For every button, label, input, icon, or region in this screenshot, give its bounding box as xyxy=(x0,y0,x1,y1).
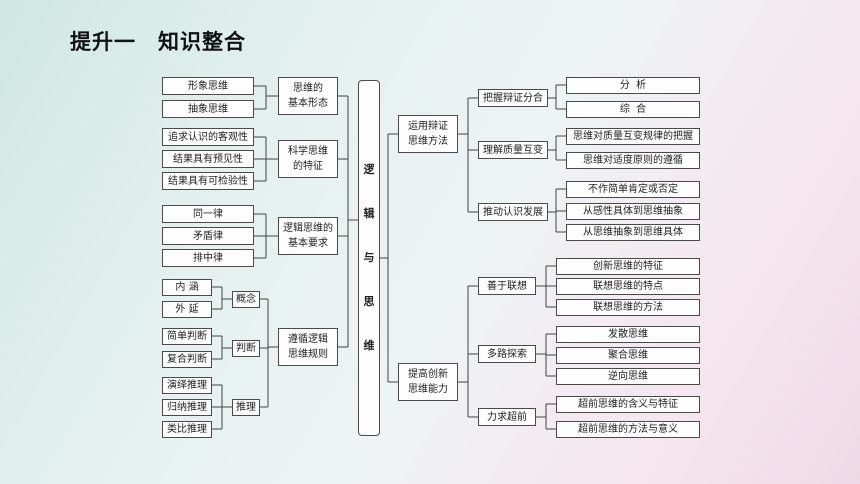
group-box: 科学思维 的特征 xyxy=(278,140,338,178)
leaf-box: 超前思维的含义与特征 xyxy=(556,396,700,413)
leaf-box: 复合判断 xyxy=(162,351,212,368)
center-char: 与 xyxy=(363,251,375,264)
leaf-box: 逆向思维 xyxy=(556,368,700,385)
leaf-box: 结果具有预见性 xyxy=(162,150,254,168)
sub-box: 理解质量互变 xyxy=(478,141,548,159)
leaf-box: 联想思维的方法 xyxy=(556,299,700,316)
leaf-box: 抽象思维 xyxy=(162,100,254,118)
page-title: 提升一 知识整合 xyxy=(70,29,246,54)
leaf-box: 内 涵 xyxy=(162,279,212,296)
group-box: 思维的 基本形态 xyxy=(278,77,338,115)
leaf-box: 联想思维的特点 xyxy=(556,278,700,295)
group-box: 遵循逻辑 思维规则 xyxy=(278,328,338,366)
leaf-box: 类比推理 xyxy=(162,421,212,438)
sub-box: 概念 xyxy=(232,291,260,308)
branch-box: 运用辩证 思维方法 xyxy=(398,115,458,153)
leaf-box: 发散思维 xyxy=(556,326,700,343)
leaf-box: 聚合思维 xyxy=(556,347,700,364)
leaf-box: 归纳推理 xyxy=(162,399,212,416)
leaf-box: 矛盾律 xyxy=(162,227,254,245)
center-char: 维 xyxy=(363,339,375,352)
leaf-box: 从思维抽象到思维具体 xyxy=(566,224,700,241)
leaf-box: 简单判断 xyxy=(162,328,212,345)
leaf-box: 形象思维 xyxy=(162,77,254,95)
leaf-box: 分 析 xyxy=(566,77,700,94)
center-topic-box: 逻 辑 与 思 维 xyxy=(358,80,380,436)
leaf-box: 综 合 xyxy=(566,101,700,118)
leaf-box: 不作简单肯定或否定 xyxy=(566,181,700,198)
leaf-box: 排中律 xyxy=(162,249,254,267)
sub-box: 多路探索 xyxy=(478,345,536,363)
leaf-box: 追求认识的客观性 xyxy=(162,128,254,146)
sub-box: 推动认识发展 xyxy=(478,203,548,221)
center-char: 辑 xyxy=(363,207,375,220)
sub-box: 判断 xyxy=(232,340,260,357)
branch-box: 提高创新 思维能力 xyxy=(398,363,458,401)
sub-box: 善于联想 xyxy=(478,277,536,295)
center-char: 思 xyxy=(363,295,375,308)
sub-box: 推理 xyxy=(232,399,260,416)
sub-box: 力求超前 xyxy=(478,408,536,426)
group-box: 逻辑思维的 基本要求 xyxy=(278,217,338,255)
center-char: 逻 xyxy=(363,163,375,176)
leaf-box: 思维对质量互变规律的把握 xyxy=(566,128,700,145)
leaf-box: 超前思维的方法与意义 xyxy=(556,421,700,438)
leaf-box: 演绎推理 xyxy=(162,377,212,394)
leaf-box: 结果具有可检验性 xyxy=(162,172,254,190)
leaf-box: 同一律 xyxy=(162,205,254,223)
leaf-box: 思维对适度原则的遵循 xyxy=(566,152,700,169)
leaf-box: 外 延 xyxy=(162,301,212,318)
sub-box: 把握辩证分合 xyxy=(478,89,548,107)
leaf-box: 从感性具体到思维抽象 xyxy=(566,203,700,220)
leaf-box: 创新思维的特征 xyxy=(556,258,700,275)
